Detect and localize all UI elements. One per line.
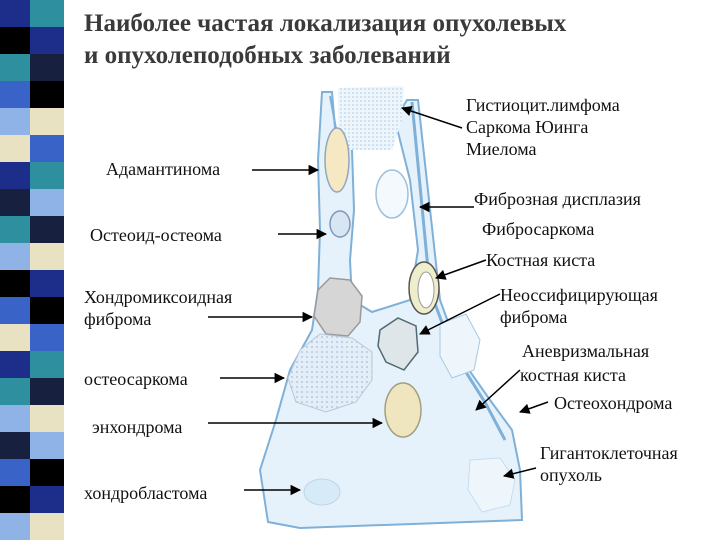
stripe-square [30, 378, 64, 405]
fibrous-dysplasia-lesion [375, 169, 409, 219]
label-adamantinoma: Адамантинома [106, 159, 221, 179]
stripe-square [0, 243, 30, 270]
stripe-square [0, 216, 30, 243]
chondroblastoma-lesion [303, 478, 341, 506]
stripe-square [0, 351, 30, 378]
arrow-giant-cell-tumor [502, 467, 537, 479]
decorative-stripe [0, 0, 64, 540]
non-ossifying-fibroma-lesion [439, 313, 481, 379]
stripe-square [0, 135, 30, 162]
stripe-square [30, 108, 64, 135]
label-bone-cyst: Костная киста [486, 250, 596, 270]
osteosarcoma-lesion [287, 333, 373, 413]
stripe-square [30, 432, 64, 459]
aneurysmal-cyst-lesion [377, 317, 419, 371]
stripe-square [30, 459, 64, 486]
label-giant-cell-tumor-line2: опухоль [540, 465, 602, 485]
label-giant-cell-tumor-line1: Гигантоклеточная [540, 443, 678, 463]
label-histiocytic-lymphoma: Гистиоцит.лимфома [466, 95, 620, 115]
stripe-square [0, 297, 30, 324]
label-enchondroma: энхондрома [92, 417, 183, 437]
label-non-ossifying-fibroma-line1: Неоссифицирующая [500, 285, 658, 305]
label-non-ossifying-fibroma: Неоссифицирующая фиброма [500, 284, 658, 328]
stripe-square [0, 324, 30, 351]
stripe-square [0, 108, 30, 135]
stripe-square [30, 54, 64, 81]
label-osteochondroma: Остеохондрома [554, 393, 673, 413]
stripe-square [0, 189, 30, 216]
label-chondromyxoid-fibroma-line1: Хондромиксоидная [84, 287, 233, 307]
stripe-square [0, 27, 30, 54]
label-aneurysmal-cyst-2: костная киста [520, 365, 626, 385]
arrow-aneurysmal-cyst [475, 369, 521, 411]
stripe-square [30, 216, 64, 243]
stripe-square [0, 405, 30, 432]
stripe-square [30, 243, 64, 270]
stripe-square [30, 405, 64, 432]
label-giant-cell-tumor: Гигантоклеточная опухоль [540, 442, 678, 486]
stripe-square [30, 135, 64, 162]
lymphoma-region [338, 86, 404, 150]
label-group-lymphoma: Гистиоцит.лимфома Саркома Юинга Миелома [466, 94, 620, 160]
enchondroma-lesion [384, 382, 422, 438]
label-ewing-sarcoma: Саркома Юинга [466, 117, 589, 137]
stripe-square [30, 81, 64, 108]
chondromyxoid-fibroma-lesion [313, 277, 363, 337]
stripe-square [0, 54, 30, 81]
stripe-square [0, 513, 30, 540]
label-osteoid-osteoma: Остеоид-остеома [90, 225, 222, 245]
stripe-square [0, 378, 30, 405]
arrow-bone-cyst [435, 259, 487, 280]
stripe-square [30, 351, 64, 378]
stripe-square [30, 513, 64, 540]
arrow-lymphoma [401, 106, 463, 129]
osteoid-osteoma-lesion [329, 210, 351, 238]
label-aneurysmal-cyst-1: Аневризмальная [522, 341, 650, 361]
label-fibrosarcoma: Фибросаркома [482, 219, 595, 239]
stripe-square [0, 270, 30, 297]
stripe-square [0, 0, 30, 27]
label-fibrous-dysplasia: Фиброзная дисплазия [474, 189, 641, 209]
stripe-square [30, 297, 64, 324]
stripe-square [0, 486, 30, 513]
stripe-square [30, 486, 64, 513]
stripe-square [30, 162, 64, 189]
label-non-ossifying-fibroma-line2: фиброма [500, 307, 568, 327]
title-line-1: Наиболее частая локализация опухолевых [84, 10, 567, 37]
stripe-square [0, 432, 30, 459]
label-chondromyxoid-fibroma: Хондромиксоидная фиброма [84, 286, 232, 330]
arrow-non-ossifying-fibroma [419, 293, 501, 335]
label-myeloma: Миелома [466, 139, 537, 159]
stripe-square [30, 324, 64, 351]
title-line-2: и опухолеподобных заболеваний [84, 42, 451, 69]
label-chondroblastoma: хондробластома [84, 483, 208, 503]
arrow-osteochondroma [519, 401, 549, 414]
label-chondromyxoid-fibroma-line2: фиброма [84, 309, 152, 329]
label-osteosarcoma: остеосаркома [84, 369, 188, 389]
stripe-square [30, 270, 64, 297]
stripe-square [30, 27, 64, 54]
stripe-square [30, 189, 64, 216]
stripe-square [0, 81, 30, 108]
adamantinoma-lesion [324, 127, 350, 193]
stripe-square [30, 0, 64, 27]
stripe-square [0, 459, 30, 486]
stripe-square [0, 162, 30, 189]
bone-cyst-inner [417, 271, 435, 309]
page-title: Наиболее частая локализация опухолевых и… [84, 8, 714, 72]
